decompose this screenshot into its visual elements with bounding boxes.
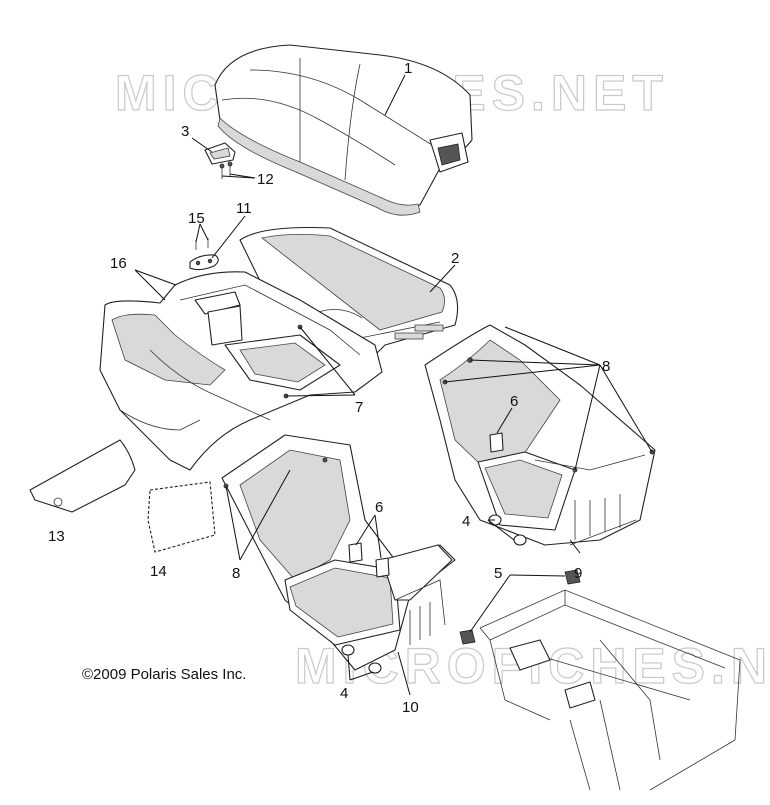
leader-lines — [134, 74, 653, 696]
callout-12: 12 — [257, 171, 274, 188]
right-footwell-part — [424, 324, 656, 546]
callout-9: 9 — [574, 565, 582, 582]
callout-8a: 8 — [602, 358, 610, 375]
fender-body-part — [99, 271, 383, 471]
callout-16: 16 — [110, 255, 127, 272]
callout-2: 2 — [451, 250, 459, 267]
callout-4b: 4 — [340, 685, 348, 702]
left-footwell-part — [221, 434, 456, 671]
latch-part — [204, 142, 236, 179]
seat-part — [214, 44, 473, 216]
frame-part — [479, 589, 741, 791]
callout-3: 3 — [181, 123, 189, 140]
callout-10: 10 — [402, 699, 419, 716]
callout-14: 14 — [150, 563, 167, 580]
callout-1: 1 — [404, 60, 412, 77]
plate-part — [189, 238, 219, 271]
callout-7: 7 — [355, 399, 363, 416]
callout-13: 13 — [48, 528, 65, 545]
mat-part — [29, 439, 136, 513]
rear-fender-part — [239, 226, 459, 361]
callouts: 1 2 3 4 4 5 6 6 7 8 8 9 10 11 12 13 14 1… — [48, 60, 610, 716]
nuts-part — [341, 514, 581, 674]
callout-5: 5 — [494, 565, 502, 582]
callout-15: 15 — [188, 210, 205, 227]
callout-8b: 8 — [232, 565, 240, 582]
callout-6a: 6 — [510, 393, 518, 410]
copyright-text: ©2009 Polaris Sales Inc. — [82, 666, 246, 683]
shield-part — [147, 481, 216, 553]
callout-11: 11 — [236, 200, 252, 217]
callout-6b: 6 — [375, 499, 383, 516]
callout-4a: 4 — [462, 513, 470, 530]
